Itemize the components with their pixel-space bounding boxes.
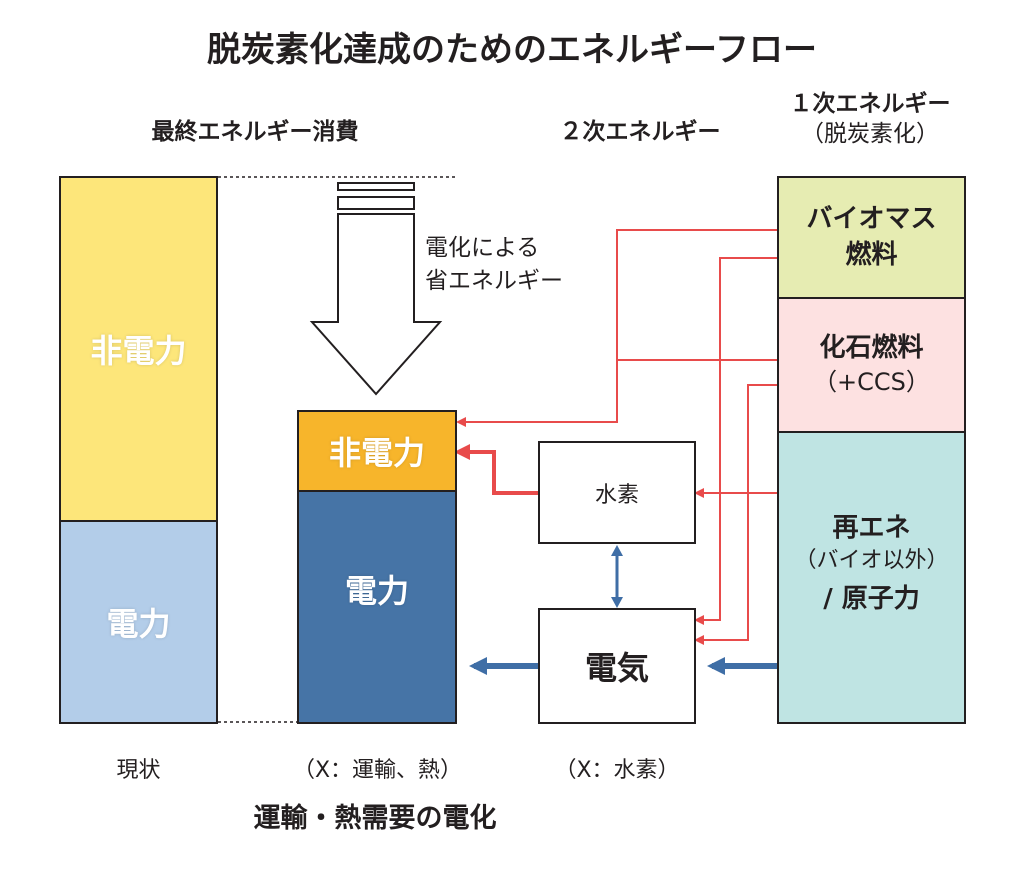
hydrogen-box: 水素 (538, 441, 696, 544)
current-electric-segment: 電力 (59, 520, 218, 724)
electricity-box: 電気 (538, 608, 696, 724)
renewable-label-line1: 再エネ (832, 513, 911, 543)
fossil-box: 化石燃料 （+CCS） (777, 297, 966, 433)
current-non-electric-label: 非電力 (90, 332, 187, 370)
bottom-caption: 運輸・熱需要の電化 (253, 803, 497, 834)
arrow-fossil-to-electricity (694, 384, 778, 645)
secondary-caption: （X：水素） (554, 758, 680, 783)
arrow-hydrogen-to-nonelectric (454, 444, 538, 495)
fossil-label-line1: 化石燃料 (819, 333, 924, 364)
page-title: 脱炭素化達成のためのエネルギーフロー (207, 30, 817, 70)
renewable-label-line2: （バイオ以外） (794, 548, 949, 574)
arrow-biomass-to-nonelectric (456, 229, 778, 427)
header-final-consumption: 最終エネルギー消費 (151, 119, 359, 145)
biomass-label-line2: 燃料 (845, 239, 898, 270)
current-electric-label: 電力 (106, 605, 171, 643)
header-primary-energy: １次エネルギー （脱炭素化） (760, 90, 980, 150)
renewable-label-line3: / 原子力 (823, 583, 920, 614)
hollow-down-arrow-icon (309, 182, 443, 396)
biomass-box: バイオマス 燃料 (777, 176, 966, 299)
current-non-electric-segment: 非電力 (59, 176, 218, 522)
future-non-electric-label: 非電力 (328, 434, 425, 472)
header-primary-label: １次エネルギー (789, 91, 951, 117)
future-electric-label: 電力 (344, 572, 409, 610)
savings-label: 電化による 省エネルギー (425, 232, 563, 299)
header-secondary-energy: ２次エネルギー (559, 119, 721, 145)
future-non-electric-segment: 非電力 (297, 410, 457, 492)
header-primary-sub: （脱炭素化） (801, 120, 939, 147)
renewable-box: 再エネ （バイオ以外） / 原子力 (777, 431, 966, 724)
current-caption: 現状 (116, 758, 161, 783)
hydrogen-label: 水素 (594, 482, 639, 508)
arrow-biomass-to-electricity (694, 257, 778, 625)
savings-label-line2: 省エネルギー (425, 268, 563, 295)
savings-label-line1: 電化による (425, 235, 540, 261)
future-electric-segment: 電力 (297, 490, 457, 724)
biomass-label-line1: バイオマス (806, 204, 937, 235)
future-caption: （X：運輸、熱） (292, 758, 463, 783)
fossil-label-line2: （+CCS） (813, 368, 930, 397)
electricity-label: 電気 (584, 649, 649, 687)
